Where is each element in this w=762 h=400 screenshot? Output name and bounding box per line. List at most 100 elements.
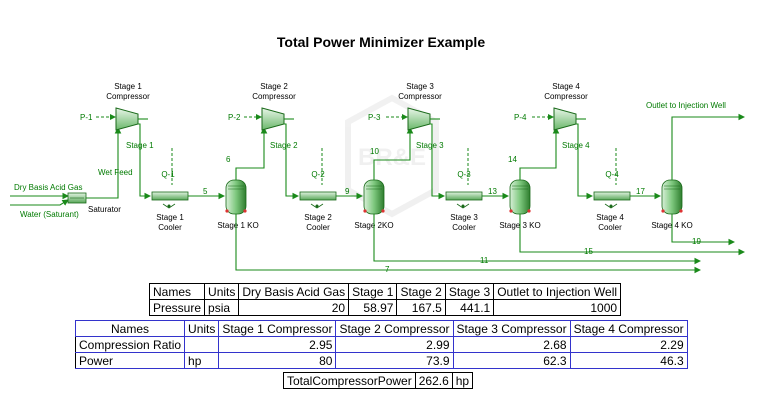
table-cell: Stage 2 <box>396 283 446 300</box>
table-row: TotalCompressorPower 262.6 hp <box>283 372 474 389</box>
compressor-2-label: Stage 2 <box>260 82 288 91</box>
power-stream-4: P-4 <box>514 113 527 122</box>
compressor-4-label: Stage 4 <box>552 82 580 91</box>
cooler-1-label: Stage 1 <box>156 213 184 222</box>
cooler-4[interactable] <box>593 191 631 209</box>
compressor-3[interactable] <box>407 107 431 131</box>
table-cell: 262.6 <box>414 372 453 389</box>
stream-14: 14 <box>508 155 517 164</box>
knockout-1-label: Stage 1 KO <box>217 221 258 230</box>
page-title: Total Power Minimizer Example <box>276 34 486 50</box>
table-cell: Compression Ratio <box>74 336 186 353</box>
stream-11: 11 <box>480 256 489 265</box>
duty-q4: Q-4 <box>605 170 619 179</box>
cooler-2-label-2: Cooler <box>306 223 330 232</box>
table-cell: Power <box>74 352 186 369</box>
table-row: Power hp 80 73.9 62.3 46.3 <box>74 352 688 369</box>
table-cell: 441.1 <box>444 299 495 316</box>
table-cell: 2.95 <box>218 336 337 353</box>
compressor-2-label-2: Compressor <box>252 92 296 101</box>
stream-9: 9 <box>345 187 350 196</box>
compressor-3-label-2: Compressor <box>398 92 442 101</box>
stream-stage-3: Stage 3 <box>416 141 444 150</box>
outlet-label: Outlet to Injection Well <box>646 101 726 110</box>
table-row: Compression Ratio 2.95 2.99 2.68 2.29 <box>74 336 688 353</box>
table-cell: hp <box>451 372 474 389</box>
compressor-1-label: Stage 1 <box>114 82 142 91</box>
knockout-1[interactable] <box>225 179 247 215</box>
table-cell <box>184 336 220 353</box>
table-header-row: Names Units Stage 1 Compressor Stage 2 C… <box>74 320 688 337</box>
cooler-2-label: Stage 2 <box>304 213 332 222</box>
table-cell: 1000 <box>493 299 622 316</box>
table-cell: Stage 2 Compressor <box>335 320 454 337</box>
power-stream-2: P-2 <box>228 113 241 122</box>
table-cell: 20 <box>238 299 350 316</box>
table-cell: Dry Basis Acid Gas <box>238 283 350 300</box>
cooler-3-label: Stage 3 <box>450 213 478 222</box>
table-header-row: Names Units Dry Basis Acid Gas Stage 1 S… <box>148 283 622 300</box>
process-flow-diagram: BR&E Dry Basis Acid Gas Water (Saturant)… <box>10 82 746 274</box>
table-cell: Outlet to Injection Well <box>493 283 622 300</box>
feed-gas-label: Dry Basis Acid Gas <box>14 183 82 192</box>
cooler-4-label-2: Cooler <box>598 223 622 232</box>
table-cell: 2.29 <box>569 336 688 353</box>
table-row: Pressure psia 20 58.97 167.5 441.1 1000 <box>148 299 622 316</box>
knockout-4[interactable] <box>661 179 683 215</box>
compressor-1-label-2: Compressor <box>106 92 150 101</box>
saturator-label: Saturator <box>88 205 121 214</box>
compressor-3-label: Stage 3 <box>406 82 434 91</box>
table-cell: 2.99 <box>335 336 454 353</box>
stream-15: 15 <box>584 247 593 256</box>
saturator[interactable] <box>67 192 87 204</box>
table-cell: psia <box>204 299 240 316</box>
table-cell: 167.5 <box>396 299 446 316</box>
table-cell: Names <box>74 320 186 337</box>
power-stream-3: P-3 <box>368 113 381 122</box>
compressor-2[interactable] <box>261 107 285 131</box>
stream-5: 5 <box>203 187 208 196</box>
compressor-1[interactable] <box>115 107 139 131</box>
table-cell: hp <box>184 352 220 369</box>
table-cell: 58.97 <box>348 299 398 316</box>
stream-stage-4: Stage 4 <box>562 141 590 150</box>
compressor-4[interactable] <box>553 107 577 131</box>
wet-feed-label: Wet Feed <box>98 168 133 177</box>
table-cell: Stage 1 <box>348 283 398 300</box>
stream-10: 10 <box>370 147 379 156</box>
table-cell: Names <box>148 283 206 300</box>
cooler-1[interactable] <box>151 191 189 209</box>
cooler-2[interactable] <box>299 191 337 209</box>
table-cell: Stage 4 Compressor <box>569 320 688 337</box>
watermark-logo: BR&E <box>345 94 439 218</box>
knockout-2[interactable] <box>363 179 385 215</box>
cooler-3-label-2: Cooler <box>452 223 476 232</box>
duty-q3: Q-3 <box>457 170 471 179</box>
stream-19: 19 <box>692 237 701 246</box>
table-cell: 2.68 <box>452 336 571 353</box>
pressure-table: Names Units Dry Basis Acid Gas Stage 1 S… <box>148 283 622 316</box>
table-cell: Units <box>204 283 240 300</box>
table-cell: 46.3 <box>569 352 688 369</box>
table-cell: Stage 3 Compressor <box>452 320 571 337</box>
table-cell: Stage 1 Compressor <box>218 320 337 337</box>
table-cell: Stage 3 <box>444 283 495 300</box>
stream-7: 7 <box>385 265 390 274</box>
knockout-3[interactable] <box>509 179 531 215</box>
table-cell: 62.3 <box>452 352 571 369</box>
total-power-table: TotalCompressorPower 262.6 hp <box>283 372 474 389</box>
table-cell: Pressure <box>148 299 206 316</box>
table-cell: Units <box>184 320 220 337</box>
table-cell: TotalCompressorPower <box>283 372 416 389</box>
svg-text:BR&E: BR&E <box>358 144 426 171</box>
feed-water-label: Water (Saturant) <box>20 210 79 219</box>
compressor-table: Names Units Stage 1 Compressor Stage 2 C… <box>74 320 688 369</box>
table-cell: 73.9 <box>335 352 454 369</box>
cooler-3[interactable] <box>445 191 483 209</box>
stream-17: 17 <box>636 187 645 196</box>
table-cell: 80 <box>218 352 337 369</box>
stream-6: 6 <box>226 155 231 164</box>
cooler-4-label: Stage 4 <box>596 213 624 222</box>
duty-q2: Q-2 <box>311 170 325 179</box>
cooler-1-label-2: Cooler <box>158 223 182 232</box>
